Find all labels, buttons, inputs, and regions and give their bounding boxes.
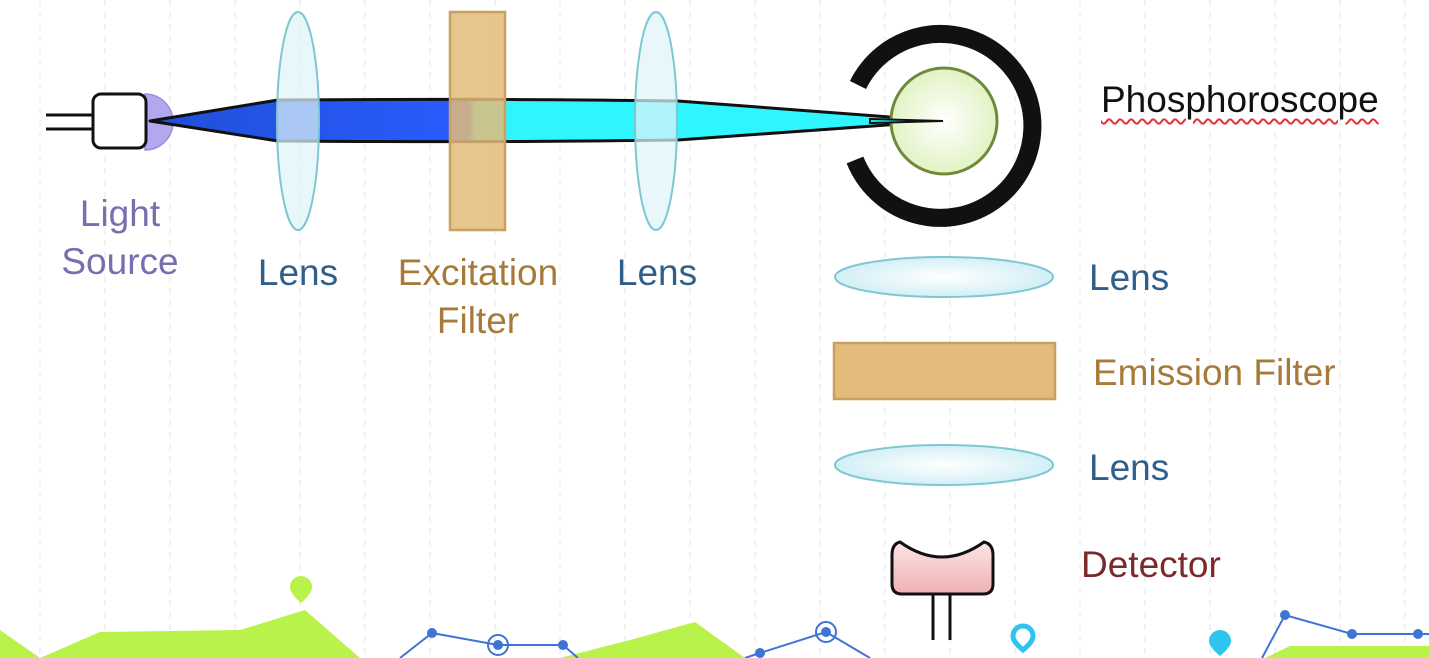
excitation-filter-label: Excitation Filter [388, 249, 568, 345]
emission-filter-shape [832, 341, 1057, 401]
light-beam [148, 97, 945, 144]
chart-dot-ring [815, 621, 837, 643]
cyan-pin-icon [1209, 630, 1231, 656]
light-source-label-line1: Light [79, 193, 161, 234]
lens-3-shape [834, 256, 1054, 298]
phosphoroscope-label: Phosphoroscope [1101, 76, 1379, 124]
light-source-label: Light Source [40, 190, 200, 286]
detector-label: Detector [1081, 544, 1221, 585]
cyan-pin-icon [1010, 623, 1036, 654]
lens-4-shape [834, 444, 1054, 486]
lens-4-label: Lens [1089, 447, 1170, 488]
green-pin-icon [290, 576, 312, 603]
chart-dot [1347, 629, 1357, 639]
chart-dot-ring [487, 634, 509, 656]
blue-line-2 [744, 630, 871, 658]
excitation-filter-shape [448, 10, 507, 232]
green-area-1 [0, 610, 360, 658]
excitation-filter-label-line2: Filter [436, 300, 520, 341]
phosphoroscope-label-text: Phosphoroscope [1101, 79, 1379, 120]
chart-dot [493, 640, 503, 650]
chart-dot [427, 628, 437, 638]
lens-3-label: Lens [1089, 257, 1170, 298]
phosphoroscope-icon [846, 24, 1042, 227]
chart-dot [821, 627, 831, 637]
light-source-label-line2: Source [61, 241, 179, 282]
chart-dot [1413, 629, 1423, 639]
chart-dot [1280, 610, 1290, 620]
emission-filter-label: Emission Filter [1093, 352, 1336, 393]
lens-1-shape [276, 11, 320, 231]
green-area-2 [560, 622, 745, 658]
lens-1-label: Lens [257, 252, 339, 293]
lens-2-shape [634, 11, 678, 231]
detector-icon [890, 540, 995, 640]
lens-2-label: Lens [616, 252, 698, 293]
chart-dot [558, 640, 568, 650]
green-area-3 [1265, 646, 1429, 658]
excitation-filter-label-line1: Excitation [397, 252, 559, 293]
chart-dot [755, 648, 765, 658]
decorative-bottom-band [0, 576, 1429, 658]
